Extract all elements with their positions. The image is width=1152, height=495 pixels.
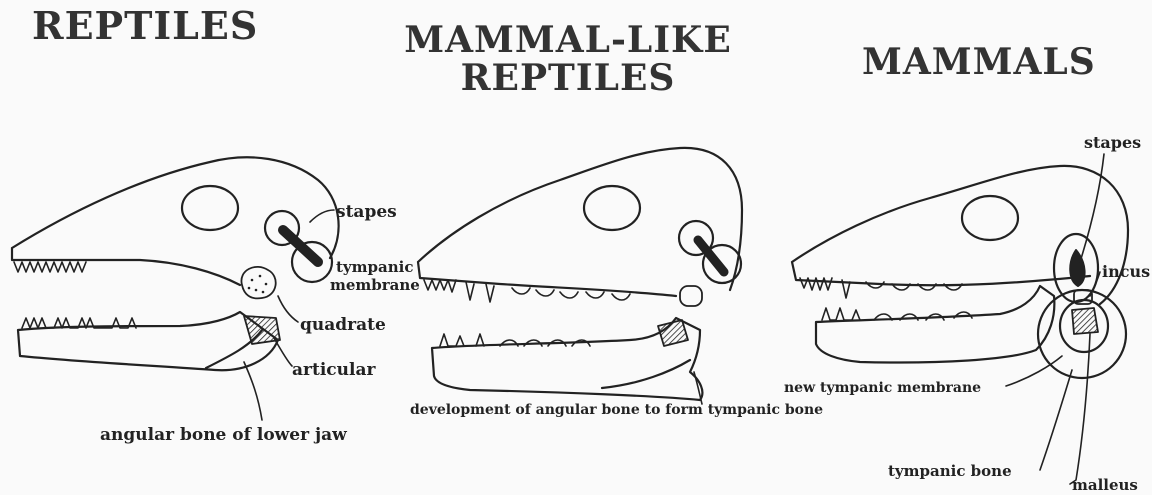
reptile-skull — [12, 157, 339, 370]
mammal-like-skull — [418, 148, 742, 400]
mammal-like-eye-orbit — [584, 186, 640, 230]
mammal-lower-jaw — [816, 286, 1054, 363]
mammal-like-quadrate — [680, 286, 702, 306]
reptile-eye-orbit — [182, 186, 238, 230]
label-stapes-mammal: stapes — [1084, 133, 1141, 152]
label-stapes-reptile: stapes — [336, 202, 397, 222]
label-new-tympanic-membrane: new tympanic membrane — [784, 380, 981, 396]
label-tympanic-reptile-1: tympanic — [336, 258, 413, 276]
mammal-like-articular — [658, 320, 688, 346]
label-tympanic-bone: tympanic bone — [888, 462, 1012, 480]
reptile-upper-teeth — [14, 262, 86, 272]
label-articular: articular — [292, 360, 376, 380]
label-quadrate: quadrate — [300, 315, 386, 335]
label-malleus: malleus — [1072, 476, 1138, 494]
reptile-lower-teeth — [22, 318, 136, 328]
label-incus: incus — [1102, 262, 1150, 281]
mammal-eye-orbit — [962, 196, 1018, 240]
mammal-like-angular-bone — [602, 360, 690, 388]
mammal-malleus — [1072, 308, 1098, 334]
label-tympanic-reptile-2: membrane — [330, 276, 420, 294]
label-development: development of angular bone to form tymp… — [410, 402, 823, 418]
reptile-quadrate-dots — [248, 275, 268, 294]
mammal-upper-teeth — [800, 278, 962, 298]
label-angular-bone: angular bone of lower jaw — [100, 425, 347, 445]
reptile-quadrate — [241, 267, 275, 299]
mammal-skull — [792, 166, 1128, 378]
